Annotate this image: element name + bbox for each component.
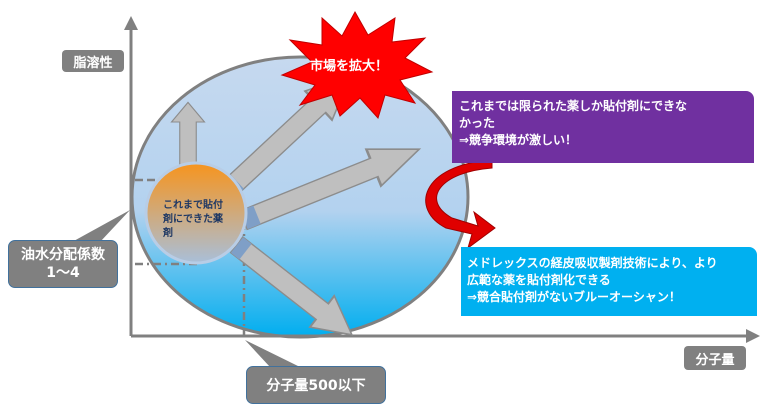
- blue-line2: 広範な薬を貼付剤化できる: [467, 273, 611, 287]
- blue-line3: ⇒競合貼付剤がないブルーオーシャン！: [467, 290, 681, 304]
- purple-line3: ⇒競争環境が激しい！: [459, 133, 578, 147]
- starburst-shape: [280, 10, 434, 119]
- purple-line1: これまでは限られた薬しか貼付剤にできな: [459, 99, 688, 113]
- x-axis-label: 分子量: [684, 346, 746, 370]
- existing-drugs-label: これまで貼付剤にできた薬剤: [163, 200, 223, 239]
- purple-info-box: これまでは限られた薬しか貼付剤にできな かった ⇒競争環境が激しい！: [452, 91, 754, 163]
- partition-coefficient-callout: 油水分配係数 1～4: [8, 240, 118, 288]
- purple-line2: かった: [459, 116, 496, 130]
- blue-info-box: メドレックスの経皮吸収製剤技術により、より 広範な薬を貼付剤化できる ⇒競合貼付…: [461, 247, 757, 316]
- existing-drugs-circle: [144, 161, 248, 265]
- starburst-text: 市場を拡大！: [310, 59, 389, 74]
- y-axis-label: 脂溶性: [62, 50, 124, 72]
- molecular-weight-callout: 分子量500以下: [246, 366, 386, 404]
- partition-line2: 1～4: [46, 265, 80, 281]
- partition-line1: 油水分配係数: [21, 247, 105, 263]
- blue-line1: メドレックスの経皮吸収製剤技術により、より: [467, 256, 718, 270]
